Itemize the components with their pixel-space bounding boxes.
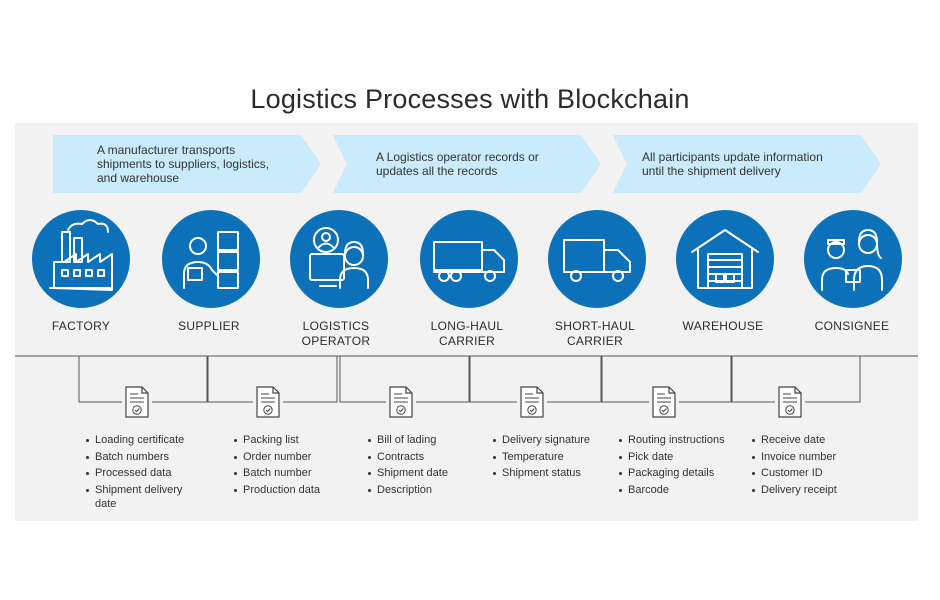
record-list-item: Shipment date [368,465,448,482]
document-check-icon [388,386,414,423]
short-haul-truck-icon [563,239,631,282]
warehouse-icon [691,229,759,289]
banner-text-line: A manufacturer transports [97,143,236,157]
record-list-item: Processed data [86,465,184,482]
consignee-icon [821,229,883,291]
chevron-arrow-shape [613,135,881,193]
record-list-item: Batch numbers [86,449,184,466]
record-list-item: Shipment delivery date [86,482,184,512]
stage-label-line: CARRIER [566,334,624,348]
record-list-item: Production data [234,482,320,499]
stage-label-line: OPERATOR [301,334,371,348]
logistics-operator-icon [309,227,369,289]
stage-label-line: CONSIGNEE [814,319,890,333]
stage-circle [290,210,388,308]
stage-circle [420,210,518,308]
record-list-item: Order number [234,449,320,466]
stage-label-line: FACTORY [51,319,111,333]
record-list-item: Description [368,482,448,499]
factory-icon [49,219,113,291]
record-list-item: Delivery signature [493,432,590,449]
record-list-item: Invoice number [752,449,837,466]
stage-circle [804,210,902,308]
record-list-item: Pick date [619,449,725,466]
stage-label-line: WAREHOUSE [682,319,764,333]
banner-text-line: A Logistics operator records or [376,150,539,164]
stage-label-line: SHORT-HAUL [554,319,636,333]
record-list-item: Contracts [368,449,448,466]
chevron-arrow-shape [53,135,321,193]
supplier-icon [183,231,239,289]
stage-label-line: LOGISTICS [302,319,370,333]
banner-text-line: shipments to suppliers, logistics, [97,157,270,171]
record-list-item: Temperature [493,449,590,466]
page-title: Logistics Processes with Blockchain [250,84,690,114]
stage-label: CONSIGNEE [792,319,912,334]
record-list-item: Packing list [234,432,320,449]
record-list-item: Delivery receipt [752,482,837,499]
record-list-item: Shipment status [493,465,590,482]
record-list-item: Barcode [619,482,725,499]
document-check-icon [651,386,677,423]
record-list-item: Routing instructions [619,432,725,449]
banner-text-line: updates all the records [376,164,498,178]
stage-circle [32,210,130,308]
stage-circle [676,210,774,308]
stage-circle [162,210,260,308]
banner-text-line: until the shipment delivery [642,164,781,178]
stage-circle [548,210,646,308]
document-check-icon [255,386,281,423]
banner-text-line: All participants update information [642,150,823,164]
stage-label: SUPPLIER [149,319,269,334]
stage-label-line: SUPPLIER [178,319,240,333]
document-check-icon [777,386,803,423]
record-list-item: Receive date [752,432,837,449]
long-haul-truck-icon [433,241,505,282]
chevron-arrow-shape [333,135,601,193]
stage-label-line: CARRIER [438,334,496,348]
record-list-item: Bill of lading [368,432,448,449]
record-list-item: Customer ID [752,465,837,482]
record-list-item: Packaging details [619,465,725,482]
record-list-item: Batch number [234,465,320,482]
record-list-item-line: date [95,498,117,510]
stage-label: FACTORY [21,319,141,334]
document-check-icon [124,386,150,423]
record-list-item-line: Shipment delivery [95,483,183,496]
document-check-icon [519,386,545,423]
record-list-item: Loading certificate [86,432,184,449]
banner-text-line: and warehouse [97,171,180,185]
stage-label-line: LONG-HAUL [430,319,504,333]
stage-label: WAREHOUSE [663,319,783,334]
